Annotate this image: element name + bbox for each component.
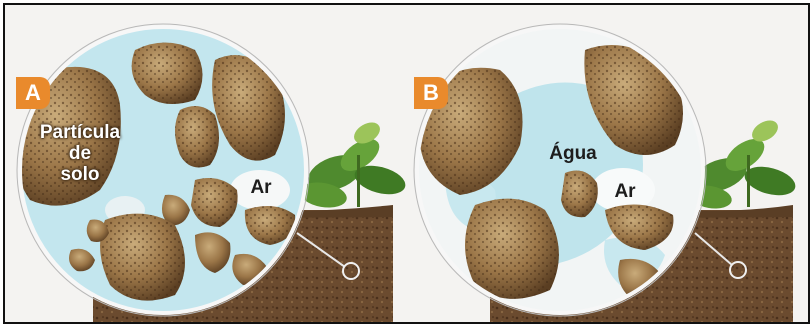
magnified-circle-b — [414, 24, 706, 316]
diagram-frame: A B Partícula de solo Ar Água Ar — [3, 3, 810, 324]
label-water: Água — [538, 143, 608, 165]
label-air-b: Ar — [601, 181, 649, 203]
panel-a-badge: A — [16, 77, 50, 109]
label-air-a: Ar — [237, 177, 285, 199]
panel-b-badge: B — [414, 77, 448, 109]
label-soil-particle: Partícula de solo — [25, 122, 135, 185]
plant-a — [297, 118, 408, 211]
